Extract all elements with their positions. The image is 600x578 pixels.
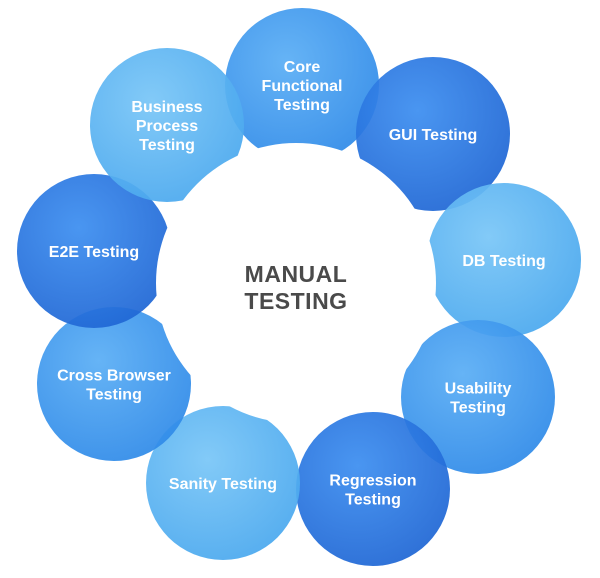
petal-label-business-process-testing-line-1: Business xyxy=(131,99,202,116)
petal-sanity-testing: Sanity Testing xyxy=(146,406,300,560)
petal-circle-cross-browser-testing xyxy=(37,307,191,461)
petal-label-cross-browser-testing-line-1: Cross Browser xyxy=(57,368,171,385)
center-group: MANUAL TESTING xyxy=(156,143,436,423)
petal-label-business-process-testing-line-2: Process xyxy=(136,118,198,135)
petal-circle-usability-testing xyxy=(401,320,555,474)
petal-circle-db-testing xyxy=(427,183,581,337)
center-title-line-1: MANUAL xyxy=(245,261,348,287)
petal-circle-business-process-testing xyxy=(90,48,244,202)
petal-circle-e2e-testing xyxy=(17,174,171,328)
petal-label-e2e-testing-line-1: E2E Testing xyxy=(49,244,139,261)
center-title-line-2: TESTING xyxy=(244,288,347,314)
petal-label-core-functional-testing-line-3: Testing xyxy=(274,97,330,114)
petal-e2e-testing: E2E Testing xyxy=(17,174,171,328)
petal-label-usability-testing-line-2: Testing xyxy=(450,400,506,417)
petal-label-db-testing-line-1: DB Testing xyxy=(462,253,545,270)
petal-circle-core-functional-testing xyxy=(225,8,379,162)
petal-label-business-process-testing-line-3: Testing xyxy=(139,137,195,154)
petal-label-regression-testing-line-1: Regression xyxy=(329,473,416,490)
petal-circle-sanity-testing xyxy=(146,406,300,560)
petal-label-cross-browser-testing-line-2: Testing xyxy=(86,387,142,404)
petal-label-sanity-testing-line-1: Sanity Testing xyxy=(169,476,277,493)
petal-label-regression-testing-line-2: Testing xyxy=(345,492,401,509)
petal-circle-regression-testing xyxy=(296,412,450,566)
petal-gui-testing: GUI Testing xyxy=(356,57,510,211)
center-circle xyxy=(156,143,436,423)
petal-label-core-functional-testing-line-2: Functional xyxy=(262,78,343,95)
petal-label-gui-testing-line-1: GUI Testing xyxy=(389,127,478,144)
petal-label-core-functional-testing-line-1: Core xyxy=(284,59,321,76)
petal-label-usability-testing-line-1: Usability xyxy=(445,381,512,398)
petal-circle-gui-testing xyxy=(356,57,510,211)
petal-db-testing: DB Testing xyxy=(427,183,581,337)
